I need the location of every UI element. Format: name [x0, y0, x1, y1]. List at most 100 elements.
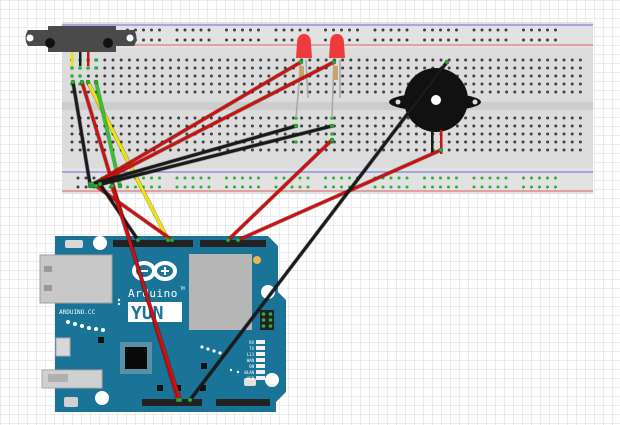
breadboard-hole	[201, 124, 205, 128]
breadboard-hole	[529, 82, 533, 86]
breadboard-hole	[480, 66, 484, 70]
breadboard-hole	[423, 132, 427, 136]
breadboard-hole	[537, 82, 541, 86]
breadboard-hole	[193, 82, 197, 86]
power-header	[142, 399, 202, 406]
breadboard-hole	[316, 140, 320, 144]
board-led	[256, 352, 265, 356]
breadboard-hole	[218, 132, 222, 136]
breadboard-hole	[464, 82, 468, 86]
breadboard-hole	[242, 90, 246, 94]
wire-sensor-green[interactable]	[94, 80, 122, 188]
breadboard-hole	[218, 90, 222, 94]
breadboard-hole	[570, 140, 574, 144]
breadboard-hole	[111, 90, 115, 94]
breadboard-hole	[177, 116, 181, 120]
breadboard-hole	[414, 66, 418, 70]
breadboard-hole	[250, 58, 254, 62]
mount-hole	[93, 236, 107, 250]
breadboard-hole	[168, 66, 172, 70]
breadboard-hole	[283, 148, 287, 152]
wire-endpoint	[165, 237, 171, 243]
breadboard-hole	[464, 66, 468, 70]
breadboard-hole	[480, 176, 484, 180]
breadboard-hole	[86, 132, 90, 136]
breadboard-hole	[578, 148, 582, 152]
breadboard-hole	[538, 38, 541, 42]
wire-led2-gnd[interactable]	[92, 124, 334, 188]
buzzer-hole	[431, 95, 441, 105]
breadboard-hole	[504, 38, 508, 42]
breadboard-hole	[152, 82, 156, 86]
wire-endpoint	[70, 79, 76, 85]
breadboard-hole	[389, 176, 393, 180]
mount-hole	[265, 373, 279, 387]
breadboard-hole	[382, 148, 386, 152]
breadboard-hole	[103, 90, 107, 94]
smd-chip	[200, 385, 206, 391]
wire-pin-wire-b[interactable]	[110, 184, 182, 402]
wire-led2-signal[interactable]	[90, 60, 336, 188]
wire-endpoint	[177, 397, 183, 403]
smd-chip	[201, 363, 207, 369]
wire-pin-wire-a[interactable]	[226, 138, 334, 242]
breadboard-hole	[84, 176, 88, 180]
breadboard-hole	[185, 82, 189, 86]
wire-buzzer-signal[interactable]	[236, 148, 443, 242]
breadboard-hole	[332, 185, 335, 189]
breadboard-hole	[306, 28, 310, 32]
breadboard-hole	[283, 66, 287, 70]
breadboard-hole	[578, 58, 582, 62]
breadboard-hole	[389, 185, 393, 189]
breadboard-hole	[168, 90, 172, 94]
breadboard-hole	[554, 90, 558, 94]
breadboard-hole	[111, 66, 115, 70]
breadboard-hole	[554, 66, 558, 70]
breadboard-hole	[316, 74, 320, 78]
breadboard-hole	[308, 116, 312, 120]
wire-led1-signal[interactable]	[88, 60, 303, 188]
breadboard-hole	[341, 148, 345, 152]
breadboard-hole	[423, 58, 427, 62]
led-2-body	[329, 34, 345, 58]
wire-endpoint	[79, 79, 85, 85]
wire-sensor-gnd[interactable]	[71, 80, 92, 186]
buzzer-flange-hole	[395, 99, 401, 105]
breadboard-hole	[505, 132, 509, 136]
breadboard-hole	[431, 38, 434, 42]
board-led-label: L13	[247, 352, 255, 357]
breadboard-hole	[201, 132, 205, 136]
breadboard-hole	[348, 28, 351, 32]
breadboard-hole	[316, 124, 320, 128]
board-led-label: WLAN	[244, 370, 254, 375]
breadboard-hole	[521, 140, 525, 144]
breadboard-hole	[152, 124, 156, 128]
breadboard-hole	[373, 90, 377, 94]
wire-led1-gnd[interactable]	[90, 124, 298, 186]
breadboard-hole	[267, 58, 271, 62]
breadboard-hole	[578, 116, 582, 120]
breadboard-hole	[95, 116, 99, 120]
wire-buzzer-gnd[interactable]	[188, 60, 449, 402]
board-led	[256, 370, 265, 374]
breadboard-hole	[298, 185, 302, 189]
breadboard-hole	[423, 148, 427, 152]
breadboard-hole	[406, 66, 410, 70]
breadboard-hole	[521, 58, 525, 62]
wire-endpoint	[235, 237, 241, 243]
breadboard-hole	[259, 58, 263, 62]
breadboard-hole	[332, 116, 336, 120]
breadboard-hole	[259, 66, 263, 70]
breadboard-hole	[136, 74, 140, 78]
breadboard-hole	[136, 140, 140, 144]
board-led	[256, 358, 265, 362]
breadboard-hole	[324, 74, 328, 78]
breadboard-hole	[505, 58, 509, 62]
piezo-buzzer	[389, 68, 481, 154]
breadboard-hole	[282, 38, 286, 42]
breadboard-hole	[537, 66, 541, 70]
breadboard-hole	[152, 132, 156, 136]
breadboard-hole	[193, 66, 197, 70]
breadboard-hole	[209, 82, 213, 86]
